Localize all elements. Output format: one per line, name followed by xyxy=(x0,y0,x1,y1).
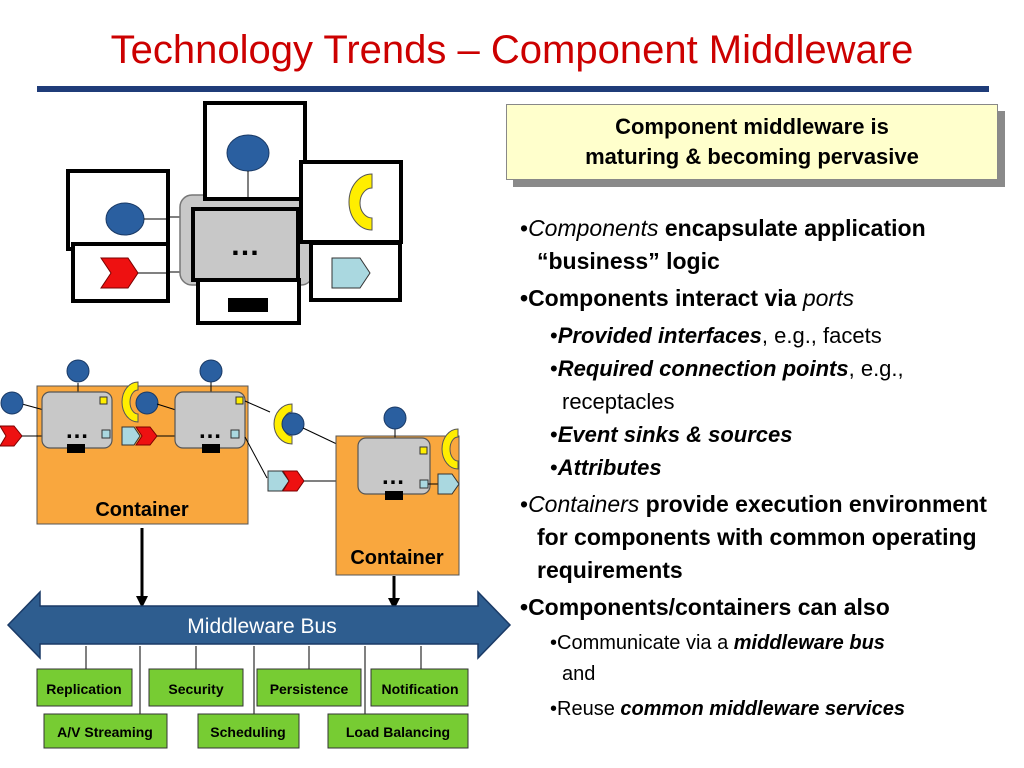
attribute-bar xyxy=(67,444,85,453)
receptacle-icon xyxy=(121,426,141,446)
callout-line-1: Component middleware is xyxy=(615,114,889,139)
facet-connector xyxy=(99,396,108,405)
svg-text:Notification: Notification xyxy=(382,681,459,697)
component-core-box xyxy=(191,207,300,282)
facet-icon xyxy=(121,381,139,423)
facet-icon xyxy=(441,428,459,470)
sub-bullet-bus: •Communicate via a middleware bus and xyxy=(550,632,885,685)
port-circle-icon xyxy=(66,359,90,383)
title-underline xyxy=(37,86,989,92)
receptacle-connector xyxy=(419,479,429,489)
bullet-can-also: •Components/containers can also xyxy=(520,594,890,620)
receptacle-connector xyxy=(101,429,111,439)
sub-bullet-required: •Required connection points, e.g., recep… xyxy=(550,356,904,414)
event-source-icon xyxy=(0,425,23,447)
attribute-bar xyxy=(202,444,220,453)
callout-box: Component middleware is maturing & becom… xyxy=(506,104,998,180)
ellipsis-text: … xyxy=(198,417,222,444)
facet-icon xyxy=(348,173,373,231)
port-circle-icon xyxy=(0,391,24,415)
event-source-icon xyxy=(100,257,139,289)
attribute-bar xyxy=(228,298,268,312)
ellipsis-text: … xyxy=(230,229,260,262)
event-source-icon xyxy=(282,470,305,492)
service-security: Security xyxy=(148,668,244,707)
facet-connector xyxy=(419,446,428,455)
sub-bullet-services: •Reuse common middleware services xyxy=(550,698,905,720)
port-box-top xyxy=(203,101,307,201)
ellipsis-text: … xyxy=(381,463,405,490)
bullet-components: •Components encapsulate application “bus… xyxy=(520,215,926,274)
sub-bullet-events: •Event sinks & sources xyxy=(550,422,793,447)
svg-text:A/V Streaming: A/V Streaming xyxy=(57,724,153,740)
sub-bullet-attributes: •Attributes xyxy=(550,455,662,480)
svg-text:Security: Security xyxy=(168,681,223,697)
sub-bullet-provided: •Provided interfaces, e.g., facets xyxy=(550,323,882,348)
attribute-bar xyxy=(385,491,403,500)
svg-text:Scheduling: Scheduling xyxy=(210,724,285,740)
port-circle-icon xyxy=(199,359,223,383)
receptacle-icon xyxy=(331,257,371,289)
container-label: Container xyxy=(350,547,444,569)
component-assembly: … xyxy=(66,101,403,325)
receptacle-icon xyxy=(437,473,460,495)
container-right: Container … xyxy=(335,406,460,576)
svg-text:Persistence: Persistence xyxy=(270,681,349,697)
port-circle-icon xyxy=(135,391,159,415)
service-av-streaming: A/V Streaming xyxy=(43,713,168,749)
port-circle-icon xyxy=(383,406,407,430)
svg-text:Load Balancing: Load Balancing xyxy=(346,724,450,740)
slide-title: Technology Trends – Component Middleware xyxy=(110,28,914,72)
service-persistence: Persistence xyxy=(256,668,362,707)
svg-text:Replication: Replication xyxy=(46,681,121,697)
bullet-ports: •Components interact via ports xyxy=(520,285,854,311)
service-load-balancing: Load Balancing xyxy=(327,713,469,749)
bullet-containers: •Containers provide execution environmen… xyxy=(520,491,987,583)
bus-label: Middleware Bus xyxy=(187,615,336,638)
port-circle-icon xyxy=(105,202,145,236)
bullet-list: •Components encapsulate application “bus… xyxy=(520,212,1020,725)
ellipsis-text: … xyxy=(65,417,89,444)
service-notification: Notification xyxy=(370,668,469,707)
receptacle-connector xyxy=(230,429,240,439)
middleware-bus xyxy=(6,590,512,660)
container-left: Container … … xyxy=(0,359,271,525)
callout-line-2: maturing & becoming pervasive xyxy=(585,144,919,169)
port-circle-icon xyxy=(281,412,305,436)
container-label: Container xyxy=(95,499,189,521)
event-source-icon xyxy=(135,426,158,446)
facet-connector xyxy=(235,396,244,405)
service-scheduling: Scheduling xyxy=(197,713,300,749)
service-replication: Replication xyxy=(36,668,133,707)
port-circle-icon xyxy=(226,134,270,172)
